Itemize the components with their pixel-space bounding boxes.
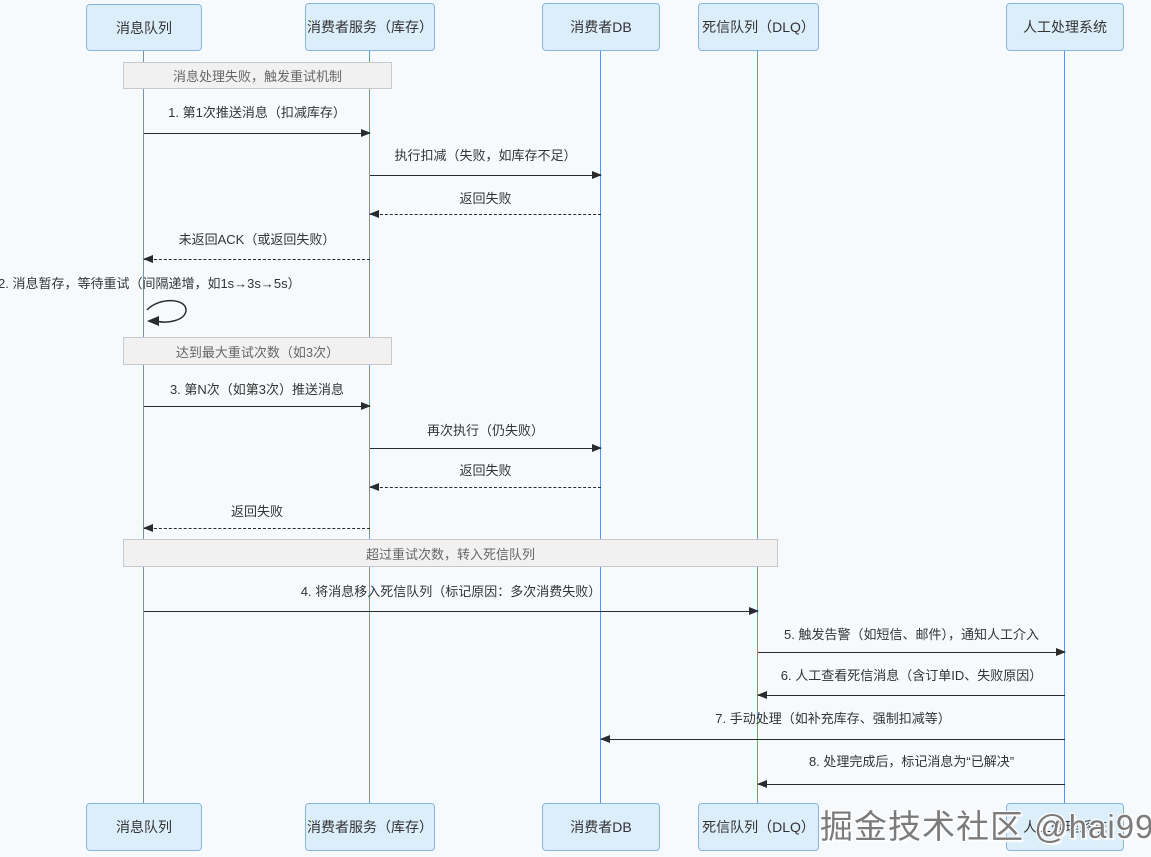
arrowhead-right-icon bbox=[592, 170, 602, 179]
lifeline-manual-system bbox=[1064, 50, 1065, 804]
self-loop-arrow-icon bbox=[146, 299, 187, 326]
participant-label: 人工处理系统 bbox=[1023, 19, 1107, 35]
participant-label: 消费者DB bbox=[570, 19, 632, 35]
participant-top-consumer-service: 消费者服务（库存） bbox=[305, 3, 435, 51]
arrowhead-left-icon bbox=[600, 734, 610, 743]
note-text: 达到最大重试次数（如3次） bbox=[175, 344, 340, 360]
participant-bottom-consumer-service: 消费者服务（库存） bbox=[305, 803, 435, 851]
participant-label: 死信队列（DLQ） bbox=[702, 819, 815, 835]
participant-label: 消费者DB bbox=[570, 819, 632, 835]
message-arrow-6 bbox=[757, 690, 1065, 699]
participant-top-manual-system: 人工处理系统 bbox=[1006, 3, 1124, 51]
participant-label: 消费者服务（库存） bbox=[307, 819, 433, 835]
arrowhead-left-icon bbox=[757, 779, 767, 788]
message-label-exec-again: 再次执行（仍失败） bbox=[426, 423, 544, 438]
participant-bottom-message-queue: 消息队列 bbox=[86, 803, 202, 851]
participant-bottom-manual-system: 人工处理系统 bbox=[1006, 803, 1124, 851]
arrowhead-left-icon bbox=[369, 482, 379, 491]
arrowhead-right-icon bbox=[361, 401, 371, 410]
message-arrow-no-ack bbox=[143, 254, 370, 263]
participant-bottom-dlq: 死信队列（DLQ） bbox=[698, 803, 819, 851]
lifeline-dlq bbox=[757, 50, 758, 804]
message-label-4: 4. 将消息移入死信队列（标记原因：多次消费失败） bbox=[300, 584, 602, 599]
arrowhead-left-icon bbox=[369, 209, 379, 218]
arrowhead-left-icon bbox=[143, 254, 153, 263]
message-arrow-return-fail-1 bbox=[369, 209, 601, 218]
message-arrow-exec-again bbox=[370, 443, 602, 452]
participant-top-message-queue: 消息队列 bbox=[86, 4, 202, 51]
message-arrow-exec-deduct bbox=[370, 170, 602, 179]
arrowhead-right-icon bbox=[749, 606, 759, 615]
message-arrow-1 bbox=[144, 128, 371, 137]
message-label-6: 6. 人工查看死信消息（含订单ID、失败原因） bbox=[780, 668, 1043, 683]
participant-label: 消息队列 bbox=[116, 19, 172, 36]
participant-top-consumer-db: 消费者DB bbox=[542, 3, 660, 51]
note-max-retries: 达到最大重试次数（如3次） bbox=[123, 337, 392, 365]
message-label-return-fail-3: 返回失败 bbox=[230, 504, 283, 519]
message-label-exec-deduct: 执行扣减（失败，如库存不足） bbox=[394, 148, 577, 163]
message-label-7: 7. 手动处理（如补充库存、强制扣减等） bbox=[715, 711, 951, 726]
arrowhead-right-icon bbox=[1056, 647, 1066, 656]
note-retry-trigger: 消息处理失败，触发重试机制 bbox=[123, 62, 392, 89]
lifeline-consumer-service bbox=[369, 50, 370, 804]
message-arrow-5 bbox=[758, 647, 1066, 656]
message-label-8: 8. 处理完成后，标记消息为“已解决” bbox=[808, 754, 1015, 769]
arrowhead-left-icon bbox=[757, 690, 767, 699]
message-arrow-4 bbox=[144, 606, 759, 615]
message-arrow-8 bbox=[757, 779, 1065, 788]
participant-label: 消息队列 bbox=[116, 819, 172, 835]
participant-top-dlq: 死信队列（DLQ） bbox=[698, 3, 819, 51]
message-label-no-ack: 未返回ACK（或返回失败） bbox=[178, 232, 336, 247]
participant-bottom-consumer-db: 消费者DB bbox=[542, 803, 660, 851]
message-label-5: 5. 触发告警（如短信、邮件），通知人工介入 bbox=[784, 627, 1039, 642]
message-label-1: 1. 第1次推送消息（扣减库存） bbox=[168, 105, 346, 120]
note-text: 消息处理失败，触发重试机制 bbox=[172, 69, 342, 84]
arrowhead-right-icon bbox=[592, 443, 602, 452]
message-arrow-return-fail-2 bbox=[369, 482, 601, 491]
lifeline-consumer-db bbox=[600, 50, 601, 804]
arrowhead-left-icon bbox=[143, 523, 153, 532]
message-arrow-7 bbox=[600, 734, 1065, 743]
message-arrow-3 bbox=[144, 401, 371, 410]
message-label-return-fail-2: 返回失败 bbox=[459, 463, 512, 478]
watermark: 掘金技术社区 @hai99long bbox=[820, 808, 1151, 845]
message-label-3: 3. 第N次（如第3次）推送消息 bbox=[169, 382, 345, 397]
note-text: 超过重试次数，转入死信队列 bbox=[365, 546, 535, 562]
lifeline-message-queue bbox=[143, 50, 144, 804]
participant-label: 死信队列（DLQ） bbox=[702, 19, 815, 35]
message-label-return-fail-1: 返回失败 bbox=[459, 191, 512, 206]
arrowhead-right-icon bbox=[361, 128, 371, 137]
participant-label: 消费者服务（库存） bbox=[307, 19, 433, 35]
note-move-to-dlq: 超过重试次数，转入死信队列 bbox=[123, 539, 778, 567]
participant-label: 人工处理系统 bbox=[1023, 819, 1107, 835]
message-arrow-return-fail-3 bbox=[143, 523, 370, 532]
message-label-self-retry: 2. 消息暂存，等待重试（间隔递增，如1s→3s→5s） bbox=[0, 276, 301, 291]
